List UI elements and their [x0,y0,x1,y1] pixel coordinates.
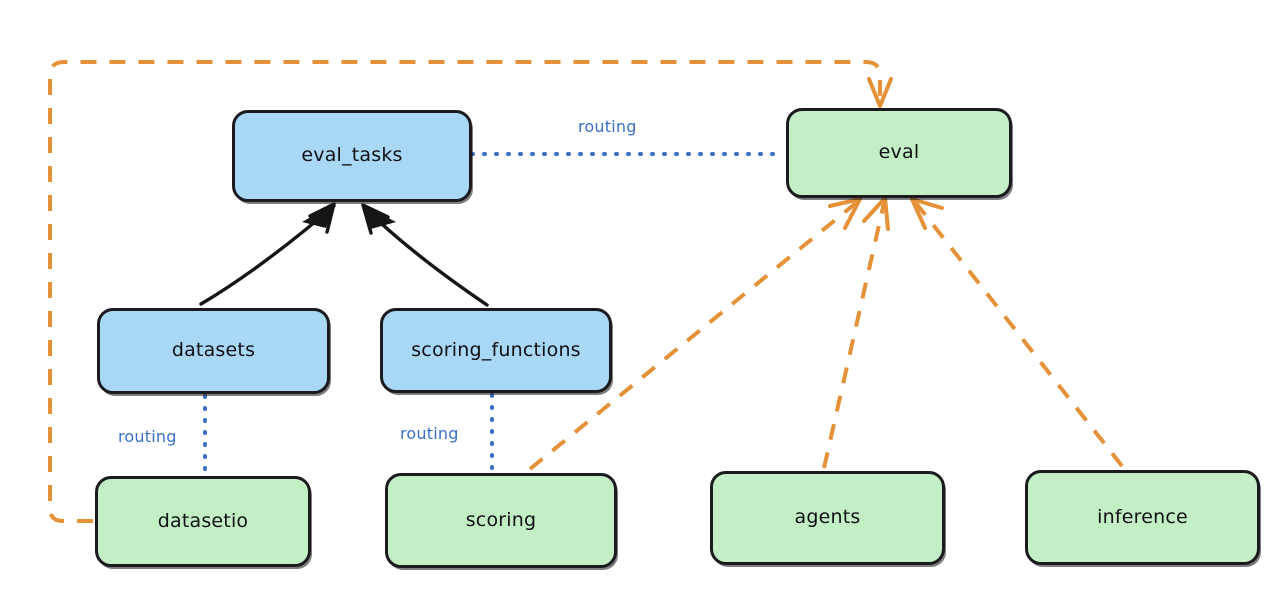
edge-scoring-functions-to-eval-tasks [361,203,489,307]
node-label-datasetio: datasetio [157,509,249,532]
node-scoring-functions[interactable]: scoring_functions [380,308,612,393]
node-label-inference: inference [1097,505,1188,528]
node-label-eval: eval [878,141,920,164]
edge-label-routing-datasets: routing [118,427,177,446]
node-datasetio[interactable]: datasetio [95,476,311,567]
node-inference[interactable]: inference [1025,470,1260,565]
node-scoring[interactable]: scoring [385,473,617,568]
node-agents[interactable]: agents [710,471,945,565]
node-label-scoring-functions: scoring_functions [411,338,581,361]
edge-agents-to-eval [822,196,890,469]
node-eval-tasks[interactable]: eval_tasks [232,110,472,202]
edge-inference-to-eval [910,197,1124,468]
node-label-datasets: datasets [171,339,256,362]
edge-label-routing-eval-tasks: routing [578,117,637,136]
edge-label-routing-scoring-functions: routing [400,424,459,443]
node-datasets[interactable]: datasets [97,308,330,394]
node-label-agents: agents [794,506,861,529]
node-label-eval-tasks: eval_tasks [301,144,403,167]
node-label-scoring: scoring [465,508,537,531]
edge-datasets-to-eval-tasks [199,202,336,306]
node-eval[interactable]: eval [786,108,1012,198]
